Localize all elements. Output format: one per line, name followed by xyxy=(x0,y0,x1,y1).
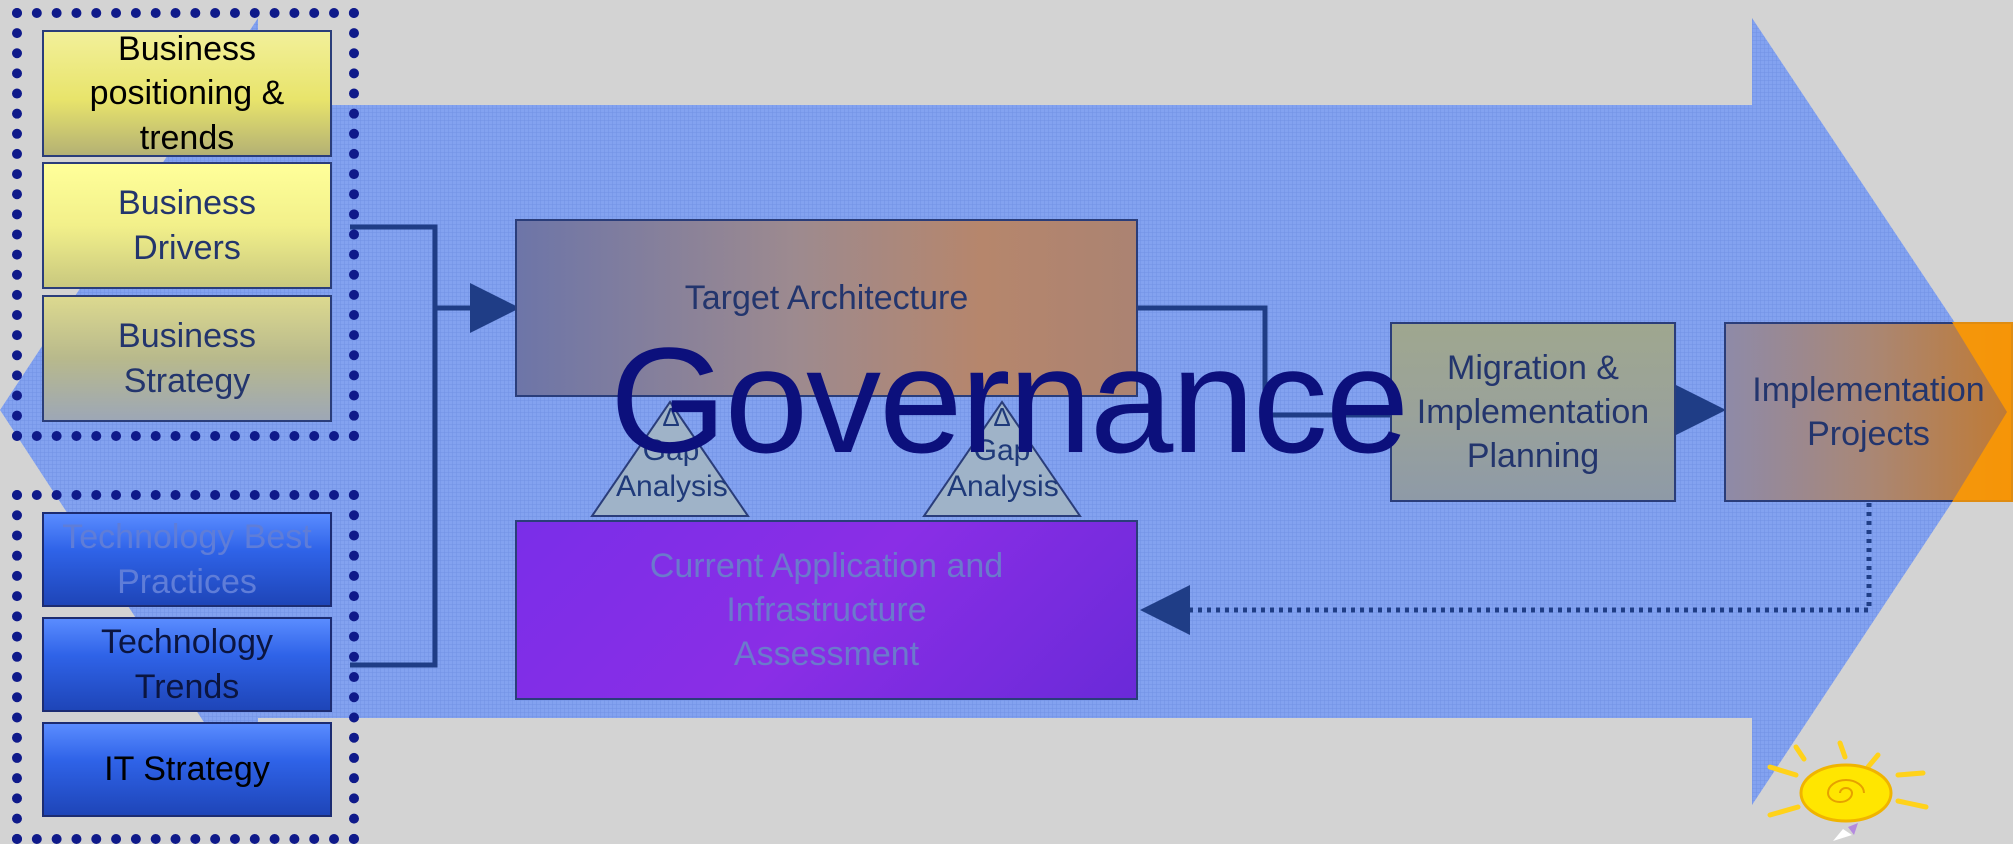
implementation-accent xyxy=(1952,322,2013,502)
it-strategy-label: IT Strategy xyxy=(104,750,270,789)
business-drivers-label: Business Drivers xyxy=(118,184,256,267)
it-strategy-box: IT Strategy xyxy=(42,722,332,817)
business-strategy-box: Business Strategy xyxy=(42,295,332,422)
business-strategy-label: Business Strategy xyxy=(118,317,256,400)
technology-trends-box: Technology Trends xyxy=(42,617,332,712)
business-positioning-label: Business positioning & trends xyxy=(89,30,285,157)
migration-planning-box: Migration & Implementation Planning xyxy=(1390,322,1676,502)
technology-best-practices-label: Technology Best Practices xyxy=(62,518,312,601)
gap-analysis-triangle-2 xyxy=(922,400,1082,517)
gap-analysis-label-2: Gap Analysis xyxy=(947,434,1059,504)
target-architecture-box: Target Architecture xyxy=(515,219,1138,397)
implementation-projects-label: Implementation Projects xyxy=(1752,370,1985,453)
business-positioning-box: Business positioning & trends xyxy=(42,30,332,157)
implementation-projects-box: Implementation Projects xyxy=(1724,322,2013,502)
governance-label: Governance xyxy=(610,316,1409,484)
gap-analysis-text-2: Δ Gap Analysis xyxy=(937,402,1067,505)
current-assessment-box: Current Application and Infrastructure A… xyxy=(515,520,1138,700)
gap-analysis-label-1: Gap Analysis xyxy=(616,434,728,504)
technology-trends-label: Technology Trends xyxy=(100,623,273,706)
target-architecture-label: Target Architecture xyxy=(684,278,969,317)
technology-best-practices-box: Technology Best Practices xyxy=(42,512,332,607)
gap-analysis-symbol-2: Δ xyxy=(993,402,1011,432)
gap-analysis-text-1: Δ Gap Analysis xyxy=(606,402,736,505)
sun-icon xyxy=(1767,740,1929,841)
business-drivers-box: Business Drivers xyxy=(42,162,332,289)
current-assessment-label: Current Application and Infrastructure A… xyxy=(649,546,1004,674)
gap-analysis-symbol-1: Δ xyxy=(662,402,680,432)
migration-planning-label: Migration & Implementation Planning xyxy=(1416,348,1650,476)
gap-analysis-triangle-1 xyxy=(590,400,750,517)
